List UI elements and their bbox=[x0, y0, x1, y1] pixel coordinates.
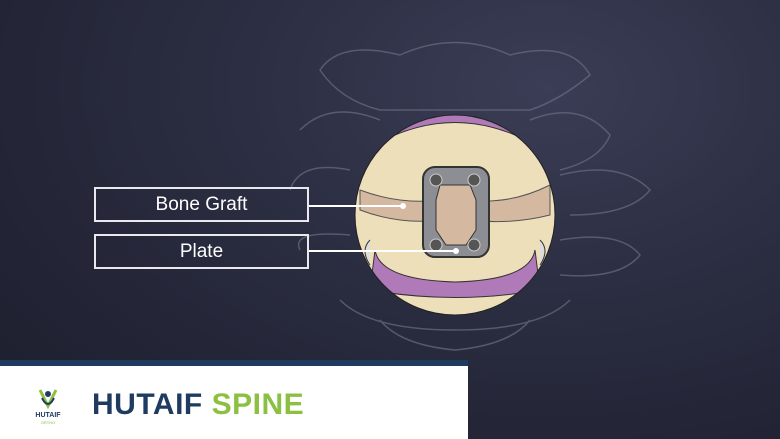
brand-secondary: SPINE bbox=[211, 388, 305, 421]
footer-banner: HUTAIF ORTHO HUTAIF SPINE bbox=[0, 360, 468, 439]
svg-text:ORTHO: ORTHO bbox=[41, 420, 55, 425]
bone-graft-label: Bone Graft bbox=[94, 187, 309, 222]
lower-disc bbox=[369, 249, 541, 298]
svg-text:HUTAIF: HUTAIF bbox=[35, 412, 61, 419]
plate bbox=[422, 166, 490, 258]
plate-label: Plate bbox=[94, 234, 309, 269]
brand-primary: HUTAIF bbox=[92, 388, 203, 421]
brand-title: HUTAIF SPINE bbox=[92, 388, 304, 422]
hutaif-logo: HUTAIF ORTHO bbox=[35, 389, 61, 425]
